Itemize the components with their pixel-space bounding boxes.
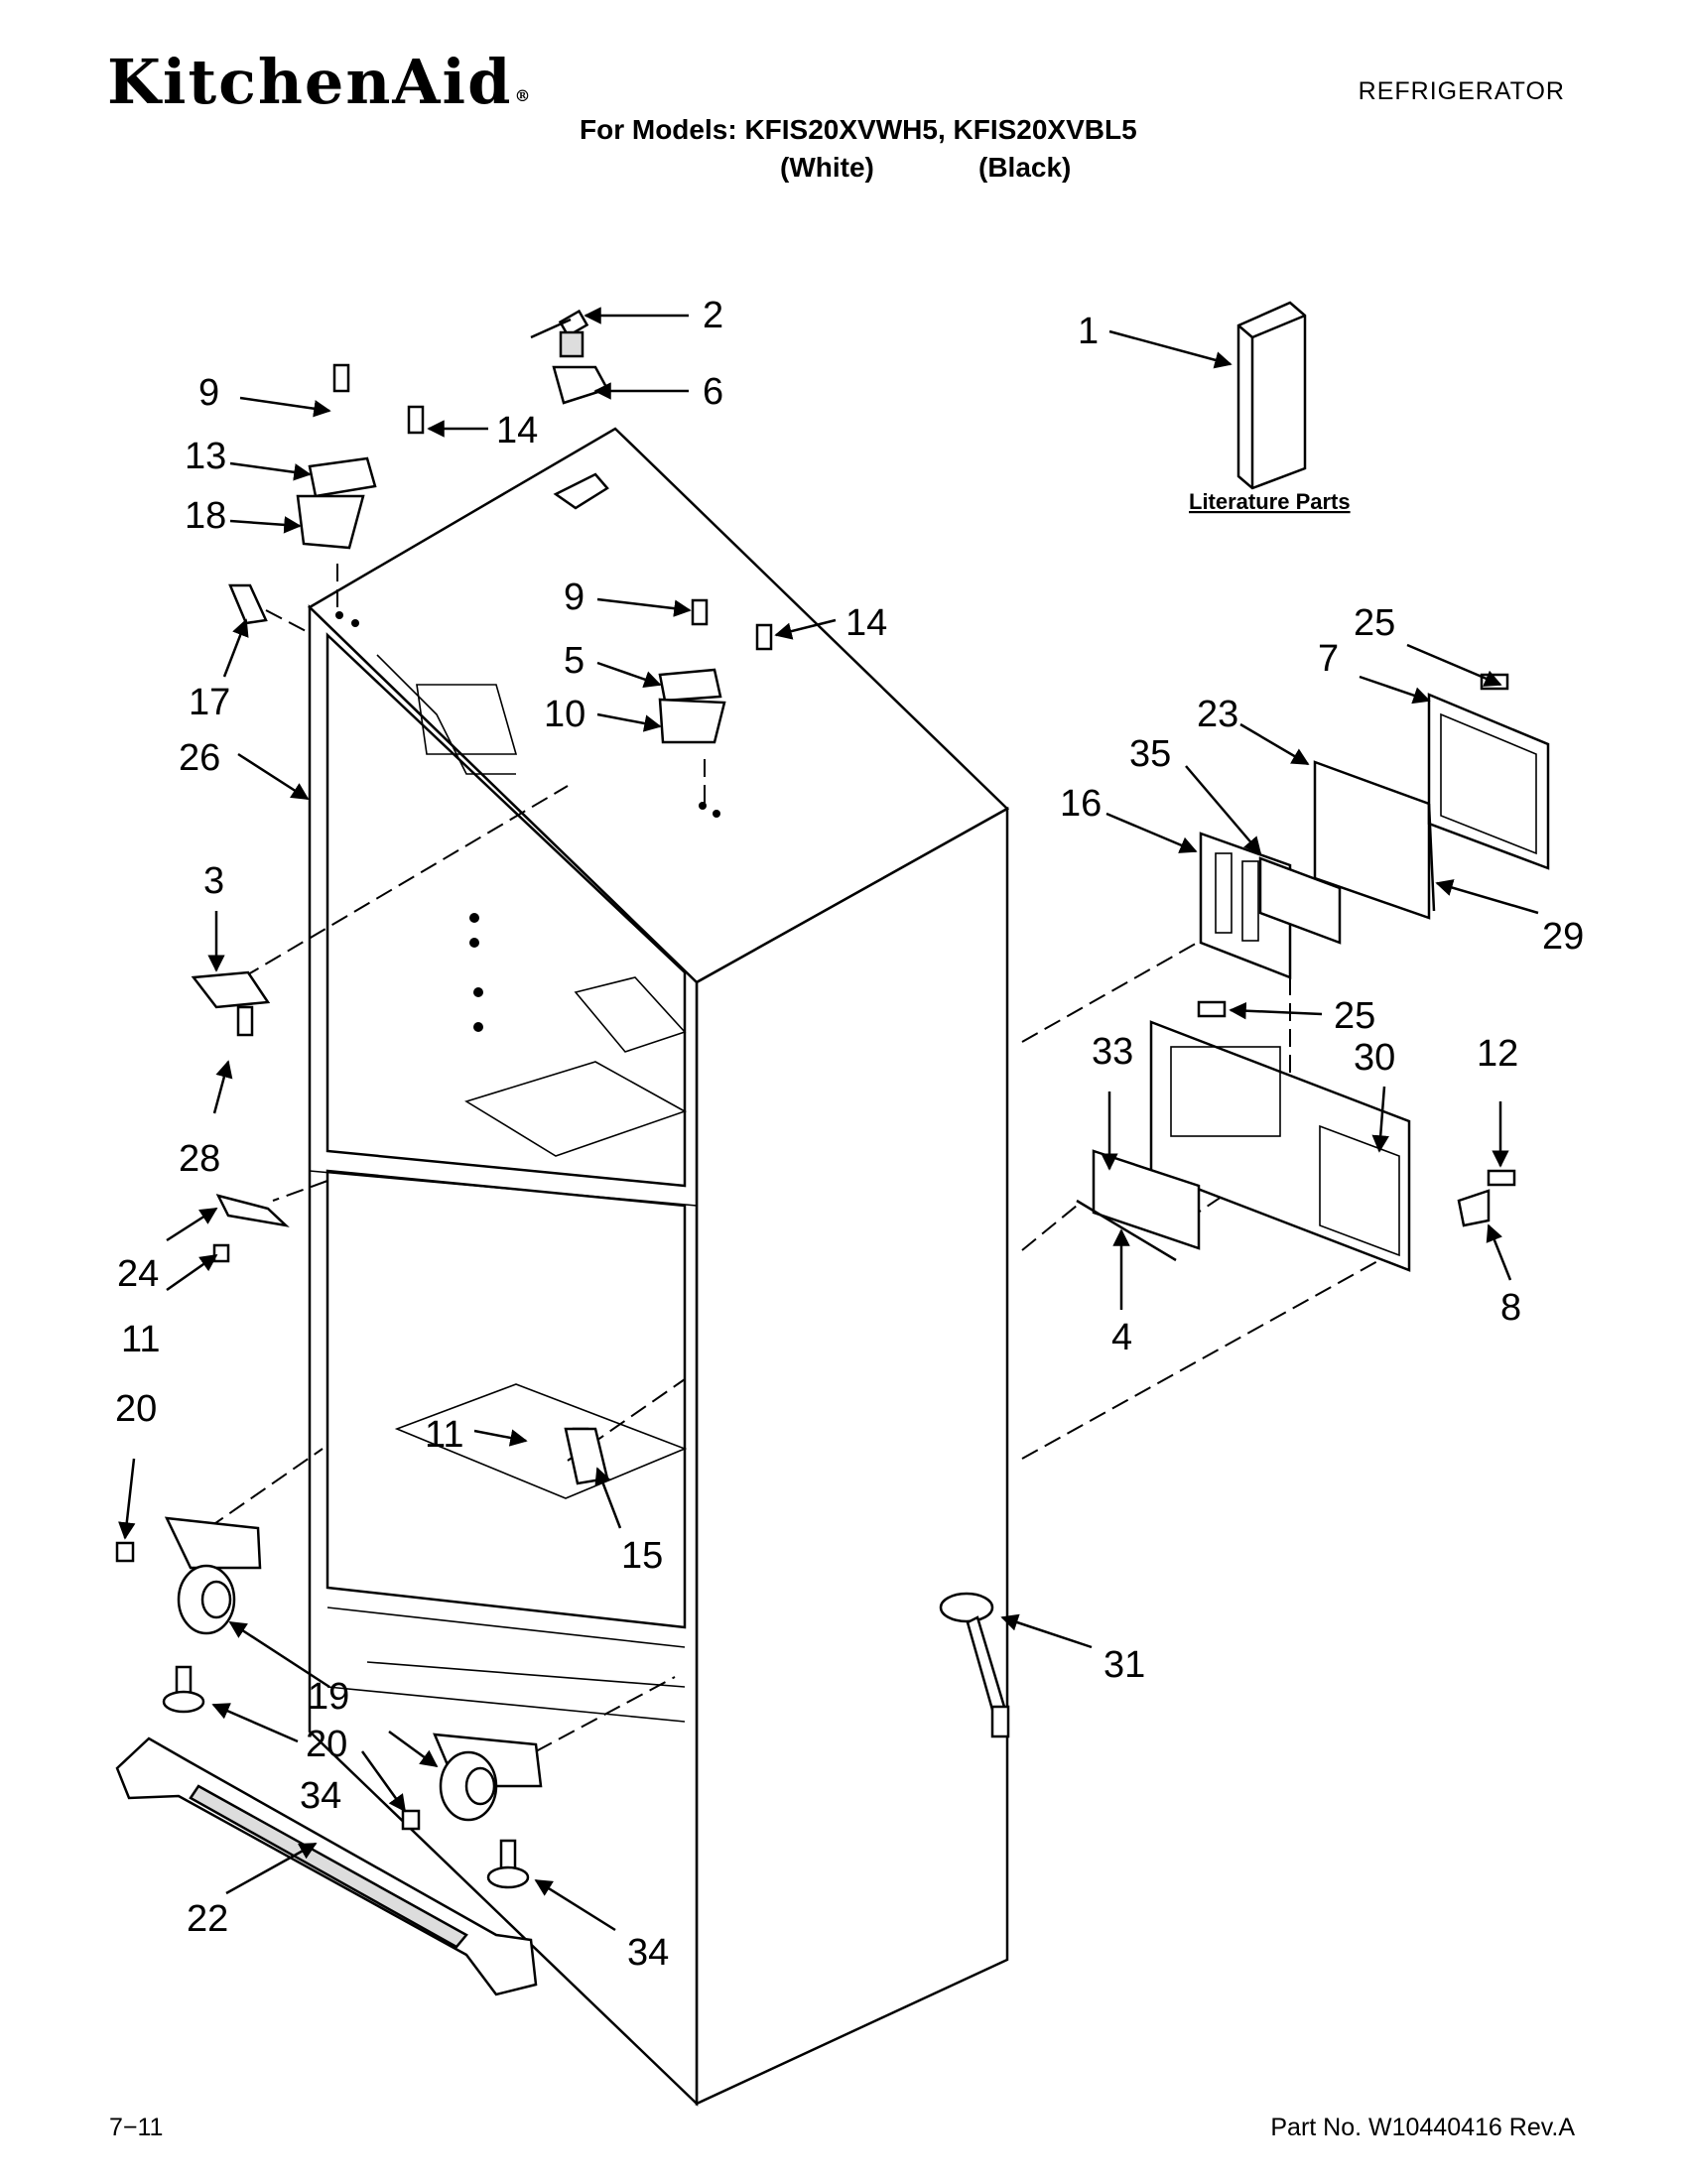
callout-34a: 34	[300, 1775, 341, 1817]
callout-16: 16	[1060, 783, 1102, 825]
callout-3: 3	[203, 860, 224, 902]
assembly-lines	[207, 564, 1380, 1752]
callout-1: 1	[1078, 311, 1099, 352]
part-number: Part No. W10440416 Rev.A	[1270, 2114, 1575, 2141]
callout-14b: 14	[845, 602, 887, 644]
callout-17: 17	[189, 682, 230, 723]
callout-34b: 34	[627, 1932, 669, 1974]
callout-22: 22	[187, 1898, 228, 1940]
variant-black-label: (Black)	[978, 152, 1072, 183]
leader-arrows	[118, 307, 1539, 1932]
models-line: For Models: KFIS20XVWH5, KFIS20XVBL5	[580, 114, 1137, 145]
callout-14a: 14	[496, 410, 538, 451]
callout-15: 15	[621, 1535, 663, 1577]
callout-28: 28	[179, 1138, 220, 1180]
callout-33: 33	[1092, 1031, 1133, 1073]
category-label: REFRIGERATOR	[1358, 77, 1565, 105]
variant-white-label: (White)	[780, 152, 874, 183]
brand-logo: KitchenAid®	[107, 46, 533, 118]
rollers-levelers	[115, 1516, 543, 1889]
page-number: 7−11	[109, 2114, 164, 2141]
callout-35: 35	[1129, 733, 1171, 775]
lever-part	[939, 1592, 1010, 1738]
callout-18: 18	[185, 495, 226, 537]
cabinet	[307, 427, 1010, 2107]
callout-20a: 20	[115, 1388, 157, 1430]
kick-plate	[115, 1736, 538, 1996]
callout-4: 4	[1111, 1317, 1132, 1358]
callout-26: 26	[179, 737, 220, 779]
callout-30: 30	[1354, 1037, 1395, 1079]
callout-19: 19	[308, 1676, 349, 1718]
callout-11b: 11	[425, 1414, 463, 1456]
callout-23: 23	[1197, 694, 1238, 735]
literature-parts-label: Literature Parts	[1189, 489, 1351, 514]
machine-compartment-parts	[1076, 673, 1550, 1272]
literature-book	[1236, 301, 1307, 490]
callout-9b: 9	[564, 577, 584, 618]
callout-2: 2	[703, 295, 723, 336]
callout-6: 6	[703, 371, 723, 413]
callout-25b: 25	[1334, 995, 1375, 1037]
callout-13: 13	[185, 436, 226, 477]
callout-7: 7	[1318, 638, 1339, 680]
callout-12: 12	[1477, 1033, 1518, 1075]
callout-20b: 20	[306, 1724, 347, 1765]
callout-25a: 25	[1354, 602, 1395, 644]
callout-24: 24	[117, 1253, 159, 1295]
callout-29: 29	[1542, 916, 1584, 958]
callout-labels: 1 2 6 9 14 13 18 9 14 5 10 17 26 3 28 24…	[115, 295, 1584, 1974]
callout-31: 31	[1104, 1644, 1145, 1686]
top-hinge-parts	[228, 309, 773, 744]
callout-10: 10	[544, 694, 585, 735]
callout-8: 8	[1500, 1287, 1521, 1329]
callout-9a: 9	[198, 372, 219, 414]
callout-11a: 11	[121, 1319, 160, 1360]
callout-5: 5	[564, 640, 584, 682]
